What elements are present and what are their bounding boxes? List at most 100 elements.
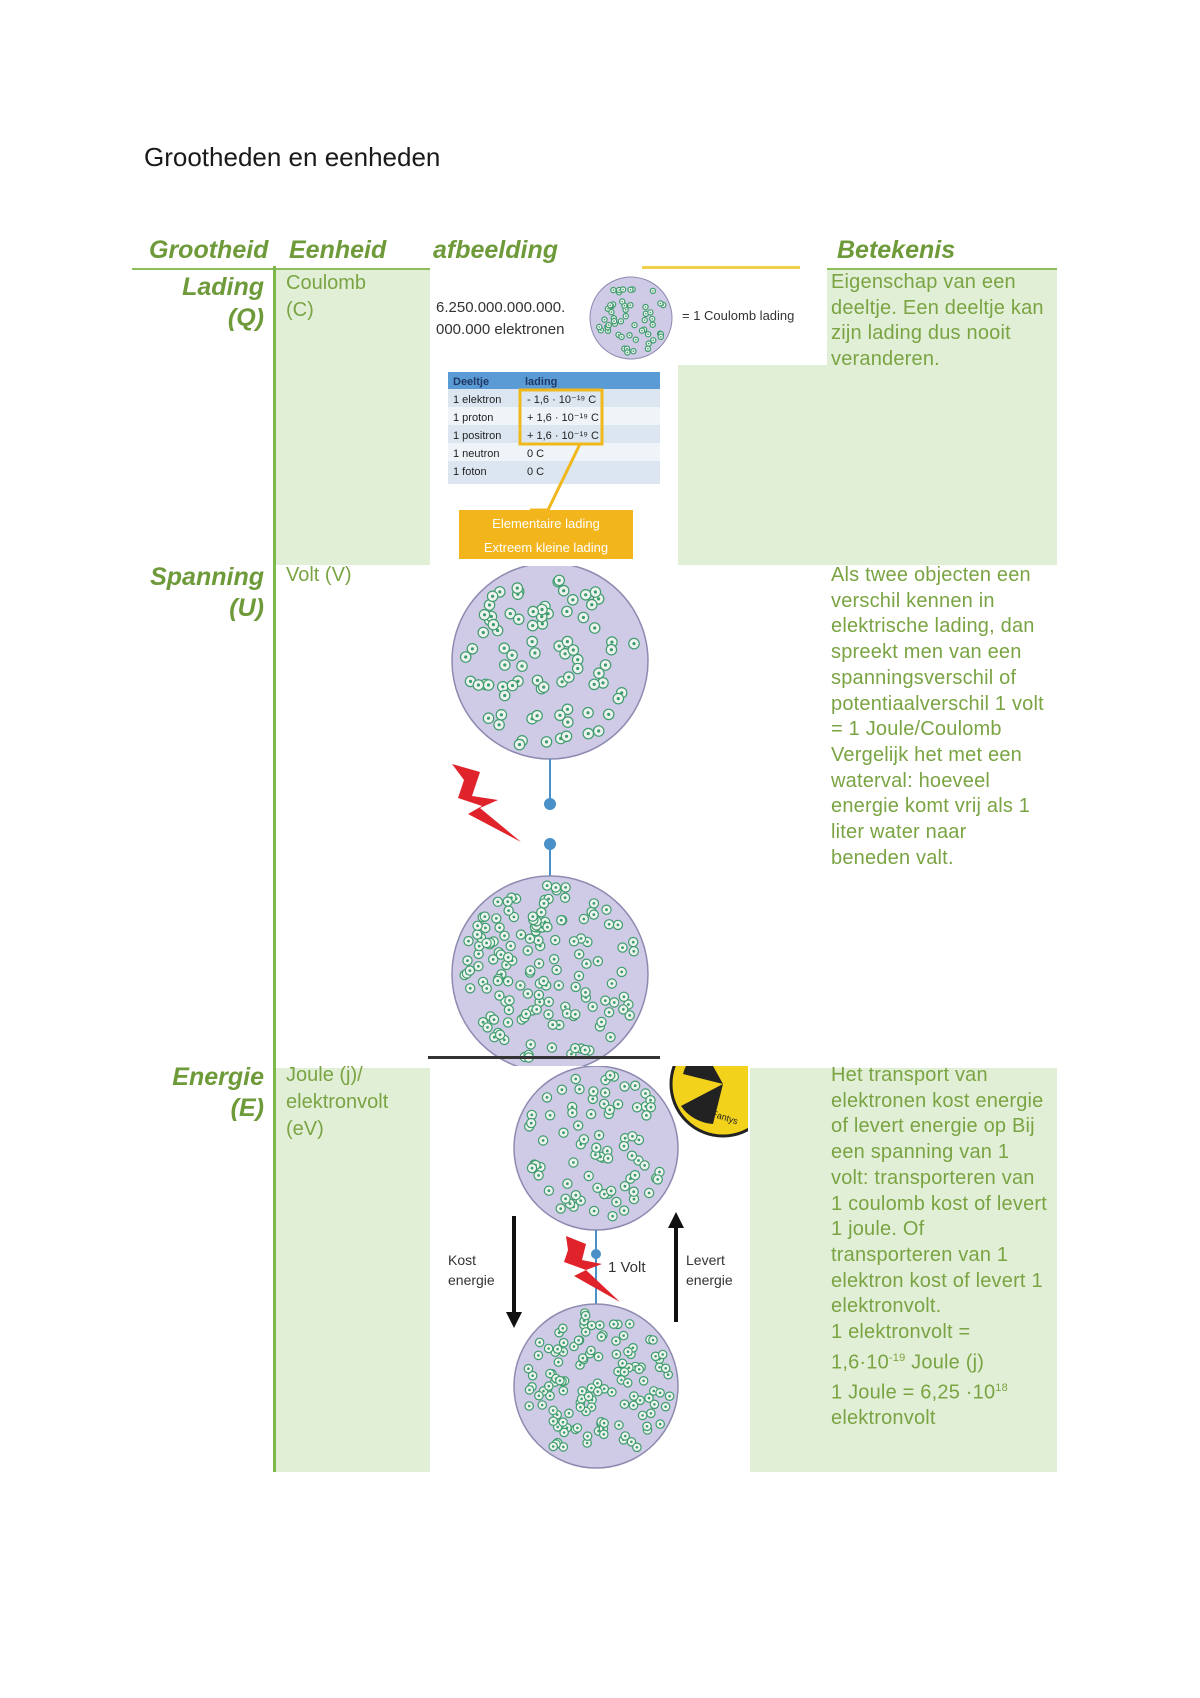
charge-particle-core [540,615,544,619]
charge-particle-core [621,946,624,949]
table-cell: 0 C [527,466,544,478]
charge-particle-core [600,1020,603,1024]
charge-particle-core [587,1174,591,1178]
charge-particle-core [621,300,623,303]
charge-particle-core [468,969,472,972]
charge-particle-core [512,915,516,919]
charge-particle-core [528,1388,531,1392]
charge-particle-core [632,1404,635,1407]
charge-particle-core [629,304,632,306]
charge-particle-core [647,348,649,350]
quantity-lading: Lading (Q) [130,272,264,334]
charge-particle-core [492,1018,496,1021]
charge-particle-core [571,598,575,602]
charge-particle-core [548,1394,552,1398]
cost-label-line2: energie [448,1272,495,1288]
charge-particle-core [485,941,488,945]
charge-particle-core [645,1114,648,1117]
connector-node [544,798,556,810]
charge-particle-core [477,944,481,948]
charge-particle-core [582,1137,586,1141]
charge-particle-core [559,918,563,922]
charge-particle-core [572,1161,575,1164]
charge-particle-core [590,1386,593,1390]
charge-particle-core [659,302,662,305]
charge-particle-core [519,984,522,987]
charge-particle-core [499,713,503,717]
charge-particle-core [562,1445,565,1449]
charge-particle-core [632,1197,636,1201]
charge-particle-core [545,884,549,887]
charge-particle-core [533,651,537,655]
charge-particle-core [581,1356,585,1360]
charge-particle-core [554,886,558,889]
charge-particle-core [615,1200,618,1204]
charge-particle-core [612,1001,616,1004]
charge-particle-core [649,1098,652,1102]
charge-particle-core [564,886,567,889]
charge-particle-core [519,933,523,936]
header-quantity: Grootheid [149,236,269,264]
charge-particle-core [616,923,620,927]
charge-particle-core [464,655,468,659]
charge-particle-core [567,675,571,679]
charge-particle-core [555,1413,559,1417]
charge-particle-core [661,1353,664,1356]
charge-particle-core [624,309,627,311]
charge-particle-core [531,1374,534,1377]
charge-particle-core [598,326,600,328]
charge-particle-core [631,1134,634,1138]
charge-particle-core [631,940,635,944]
charge-particle-core [597,1133,601,1137]
charge-particle-core [610,1390,614,1394]
charge-particle-core [531,610,535,614]
charge-particle-core [498,590,502,594]
arrow-down-icon [506,1312,522,1328]
charge-particle-core [466,959,469,962]
charge-particle-core [651,318,653,320]
charge-particle-core [526,949,530,952]
charge-particle-core [623,1434,627,1438]
charge-particle-core [658,1170,661,1174]
charge-particle-core [572,1345,576,1348]
charge-particle-core [622,288,624,291]
charge-particle-core [559,1207,563,1210]
charge-particle-core [530,1166,534,1170]
quantity-symbol: (E) [230,1094,264,1122]
quantity-name: Spanning [150,563,264,591]
charge-particle-core [628,1014,632,1017]
charge-particle-core [616,1370,620,1373]
charge-particle-core [612,289,615,291]
charge-particle-core [637,1138,641,1142]
charge-particle-core [557,1023,561,1027]
charge-particle-core [607,712,611,716]
charge-particle-core [498,1033,502,1037]
charge-particle-core [633,324,636,326]
charge-particle-core [617,1423,621,1427]
ev-exponent: -19 [888,1351,906,1364]
charge-particle-core [577,1339,580,1342]
charge-particle-core [562,1350,565,1354]
charge-particle-core [489,614,493,619]
charge-particle-core [557,578,561,582]
unit-line: (eV) [286,1118,324,1140]
charge-particle-core [542,979,545,983]
charge-particle-core [529,1043,533,1046]
meaning-lading: Eigenschap van een deeltje. Een deeltje … [831,271,1044,371]
charge-particle-core [576,1426,579,1430]
charge-particle-core [633,1084,637,1088]
unit-line: Volt (V) [286,564,352,586]
coulomb-equals: = 1 Coulomb lading [682,308,794,323]
charge-particle-core [591,1097,595,1101]
page-title: Grootheden en eenheden [144,142,441,172]
charge-particle-core [552,1419,555,1423]
charge-particle-core [507,909,510,912]
header-image: afbeelding [433,236,559,264]
charge-particle-core [508,999,511,1002]
charge-particle-core [620,336,623,338]
charge-particle-core [604,1078,607,1082]
charge-particle-core [603,1091,607,1094]
charge-particle-core [510,683,515,688]
charge-particle-core [632,1190,636,1194]
energy-illustration: Fantys 1 Volt Kost energie Levert energi… [448,1066,748,1469]
